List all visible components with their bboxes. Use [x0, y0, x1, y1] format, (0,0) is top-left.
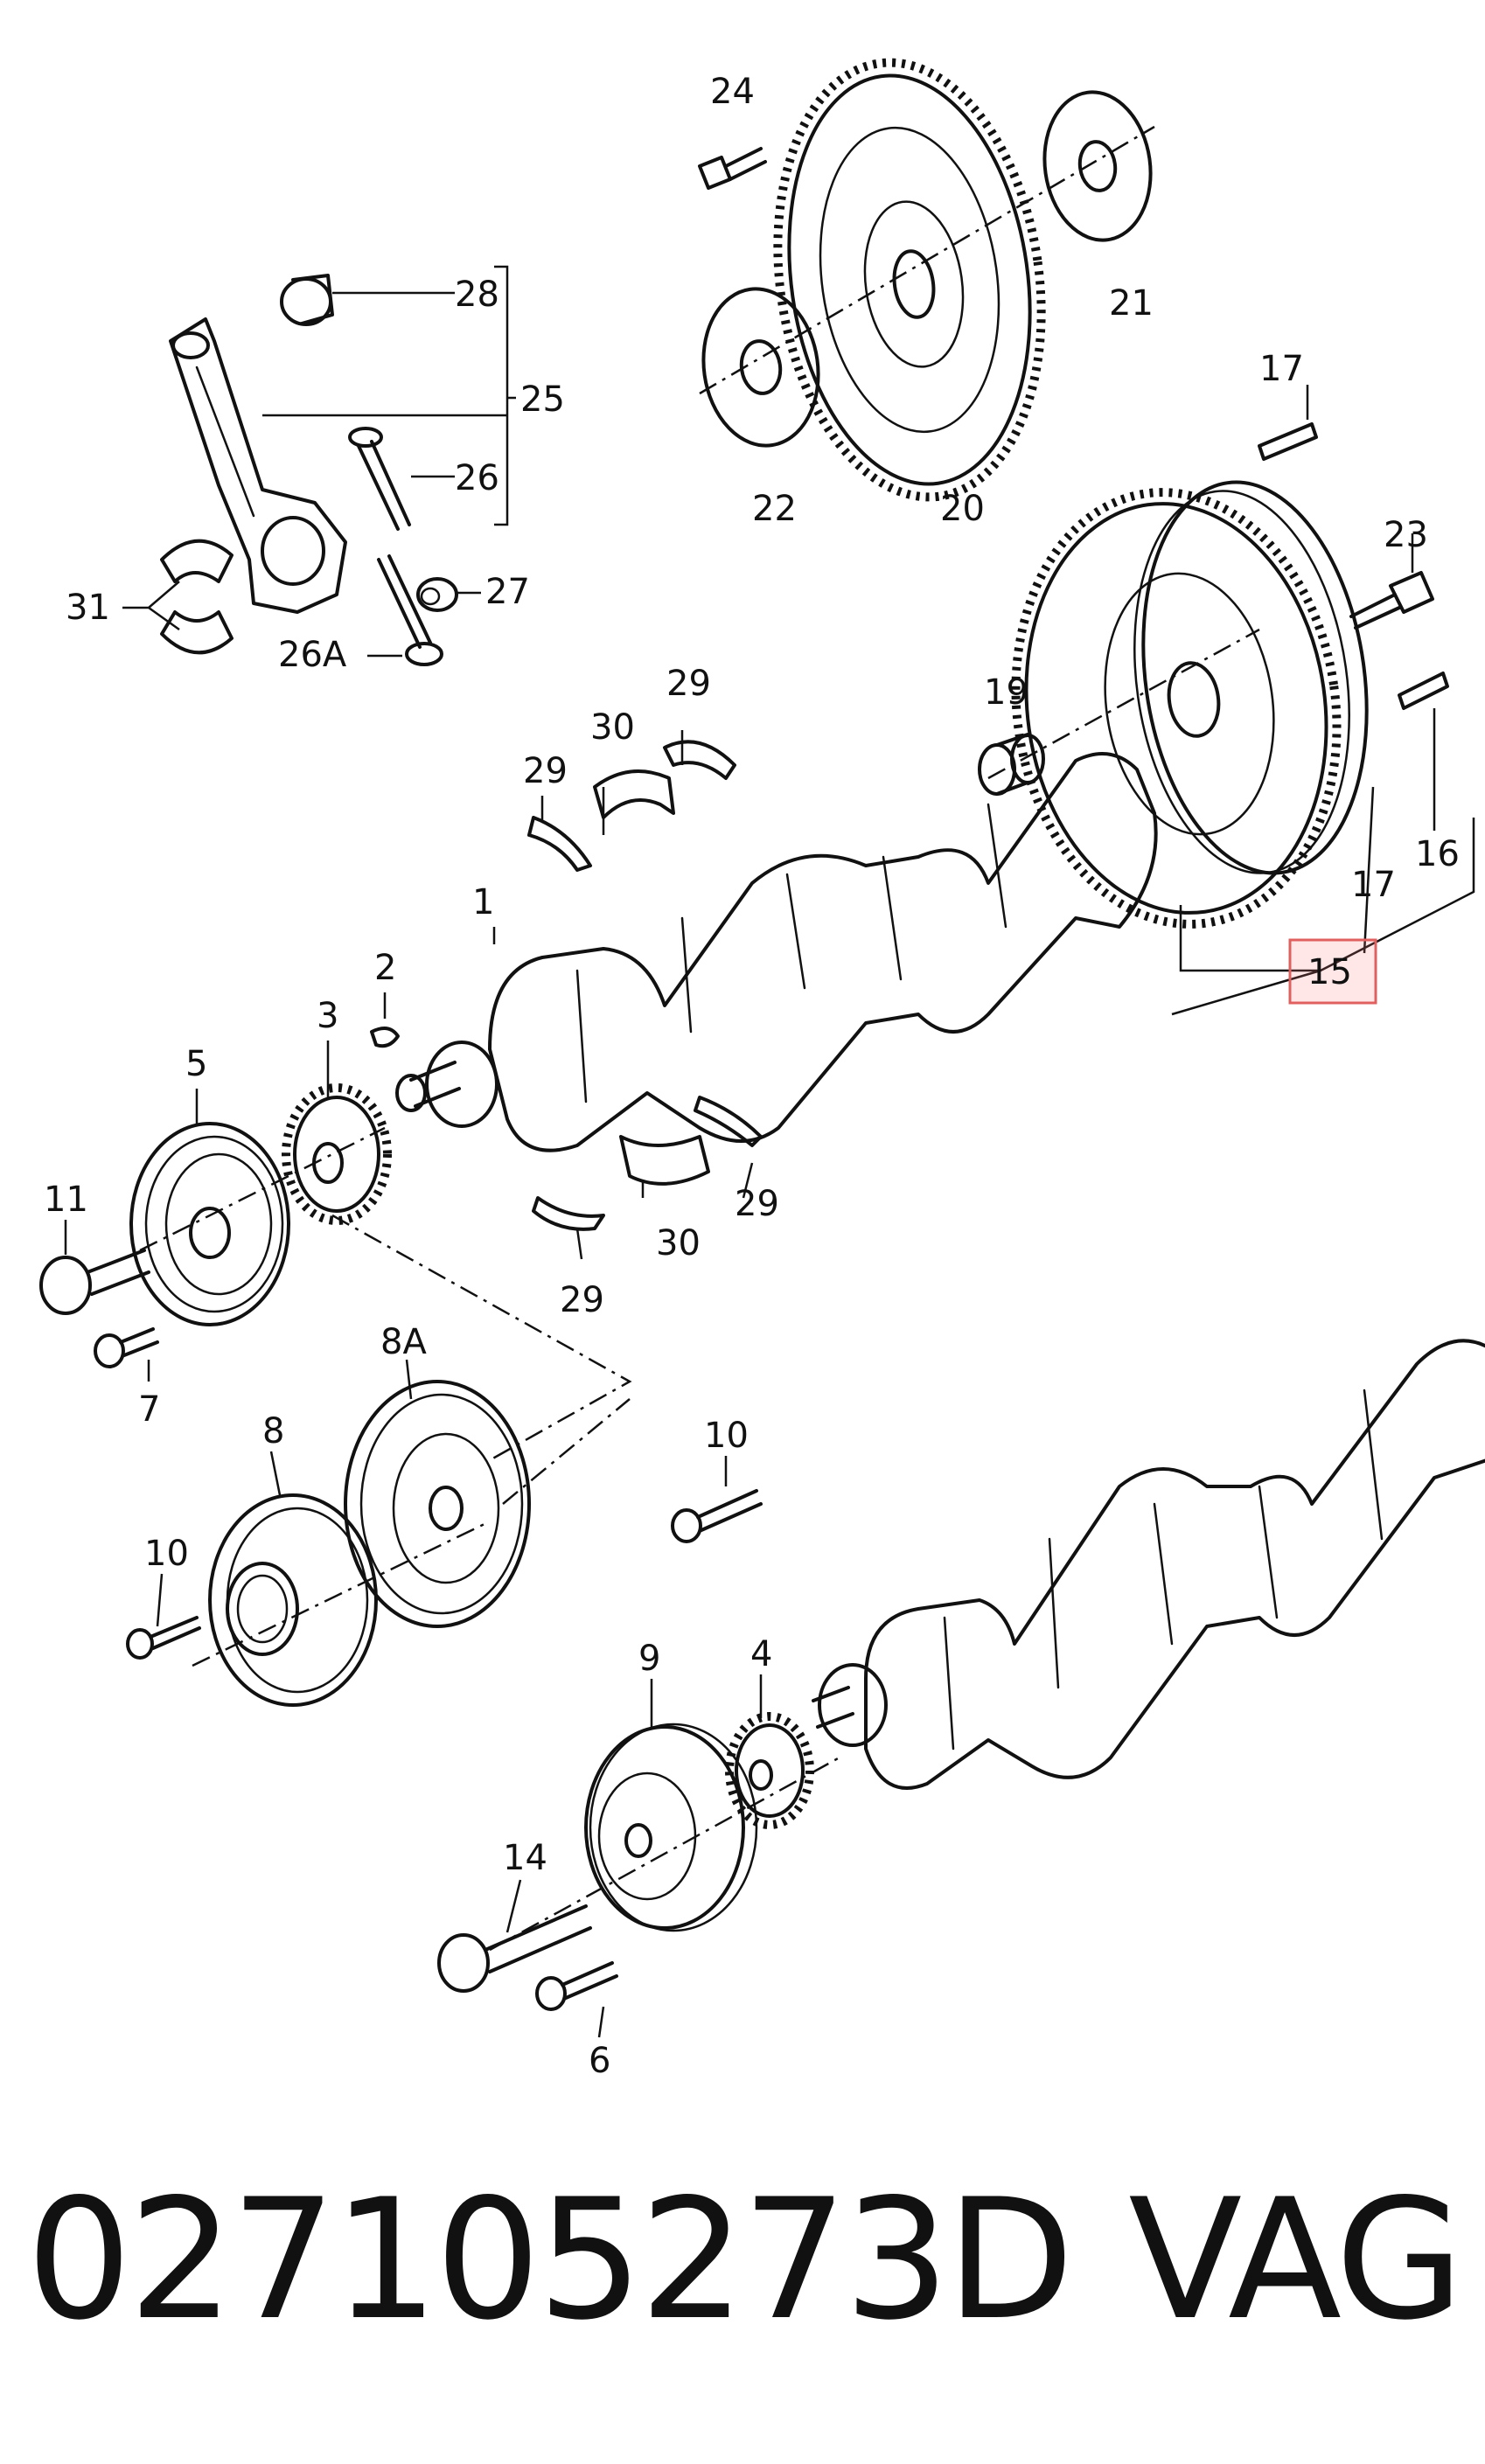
rod-bolt-26a — [377, 554, 443, 666]
callout-3: 3 — [317, 996, 338, 1036]
pulley-8a — [344, 1380, 531, 1628]
callout-1: 1 — [472, 882, 494, 922]
callout-10-left: 10 — [144, 1534, 189, 1574]
callout-31: 31 — [66, 588, 110, 628]
callout-5: 5 — [185, 1044, 207, 1084]
crankshaft-alt — [812, 1339, 1485, 1790]
callout-10-right: 10 — [704, 1416, 749, 1456]
callout-29-bottom-left: 29 — [560, 1280, 604, 1320]
callout-25: 25 — [520, 379, 565, 420]
callout-30-bottom: 30 — [656, 1223, 701, 1263]
pulley-9 — [584, 1723, 758, 1932]
connecting-rod — [169, 317, 347, 614]
pulley-5 — [129, 1122, 290, 1326]
callout-21: 21 — [1109, 283, 1154, 324]
rod-bolt-26 — [348, 427, 411, 531]
crankshaft-1 — [395, 752, 1158, 1152]
callout-30-top: 30 — [590, 707, 635, 748]
callout-22: 22 — [752, 489, 797, 529]
bolt-6 — [535, 1961, 618, 2011]
callout-26a: 26A — [278, 635, 347, 675]
caption: 027105273D VAG — [26, 2160, 1464, 2361]
dual-mass-flywheel-15 — [1011, 480, 1369, 929]
callout-6: 6 — [589, 2041, 610, 2081]
callout-17-top: 17 — [1259, 349, 1304, 389]
callout-16: 16 — [1415, 834, 1460, 874]
callout-2: 2 — [374, 948, 396, 988]
callout-28: 28 — [455, 275, 499, 315]
callout-20: 20 — [940, 489, 985, 529]
flywheel-20 — [773, 58, 1046, 502]
callout-11: 11 — [44, 1180, 88, 1220]
woodruff-key-2 — [370, 1027, 400, 1048]
bolt-7 — [94, 1327, 159, 1368]
thrust-washer-29c — [694, 1096, 763, 1147]
bearing-shells-31 — [160, 539, 234, 655]
bearing-shell-30a — [593, 769, 675, 819]
sprocket-3 — [282, 1083, 392, 1225]
bearing-shell-30b — [619, 1135, 710, 1186]
bolt-11 — [39, 1249, 150, 1315]
bolt-24 — [698, 147, 767, 190]
nut-27 — [416, 577, 458, 612]
callout-8: 8 — [262, 1411, 284, 1451]
callout-29-top-left: 29 — [523, 751, 568, 791]
bolt-10a — [126, 1616, 201, 1660]
plate-21 — [1042, 90, 1153, 242]
sprocket-4 — [725, 1712, 814, 1829]
needle-bearing-19 — [978, 733, 1045, 796]
part-number: 027105273D — [26, 2163, 1074, 2356]
callout-26: 26 — [455, 458, 499, 498]
callout-17-bottom: 17 — [1351, 865, 1396, 905]
callout-19: 19 — [984, 672, 1028, 713]
callout-27: 27 — [485, 572, 530, 612]
callout-15-highlight — [1288, 938, 1377, 1005]
callout-29-bottom-right: 29 — [735, 1184, 779, 1224]
callout-4: 4 — [750, 1634, 772, 1674]
thrust-washer-29d — [532, 1196, 605, 1231]
callout-7: 7 — [138, 1389, 160, 1430]
thrust-washer-29a — [527, 816, 592, 872]
brand-name: VAG — [1128, 2163, 1464, 2356]
callout-8a: 8A — [380, 1322, 427, 1362]
thrust-washer-29b — [663, 740, 736, 780]
dowel-16 — [1398, 672, 1449, 710]
callout-24: 24 — [710, 72, 755, 112]
dowel-17 — [1258, 422, 1318, 461]
callout-9: 9 — [638, 1639, 660, 1679]
pulley-8 — [208, 1493, 378, 1707]
callout-23: 23 — [1384, 515, 1428, 555]
callout-15: 15 — [1307, 952, 1352, 992]
bolt-14 — [437, 1904, 592, 1993]
bolt-23 — [1349, 571, 1434, 630]
plate-22 — [701, 287, 820, 448]
callout-14: 14 — [503, 1838, 547, 1878]
bushing-28 — [280, 274, 334, 326]
callout-29-top-right: 29 — [666, 664, 711, 704]
bolt-10b — [671, 1489, 763, 1543]
